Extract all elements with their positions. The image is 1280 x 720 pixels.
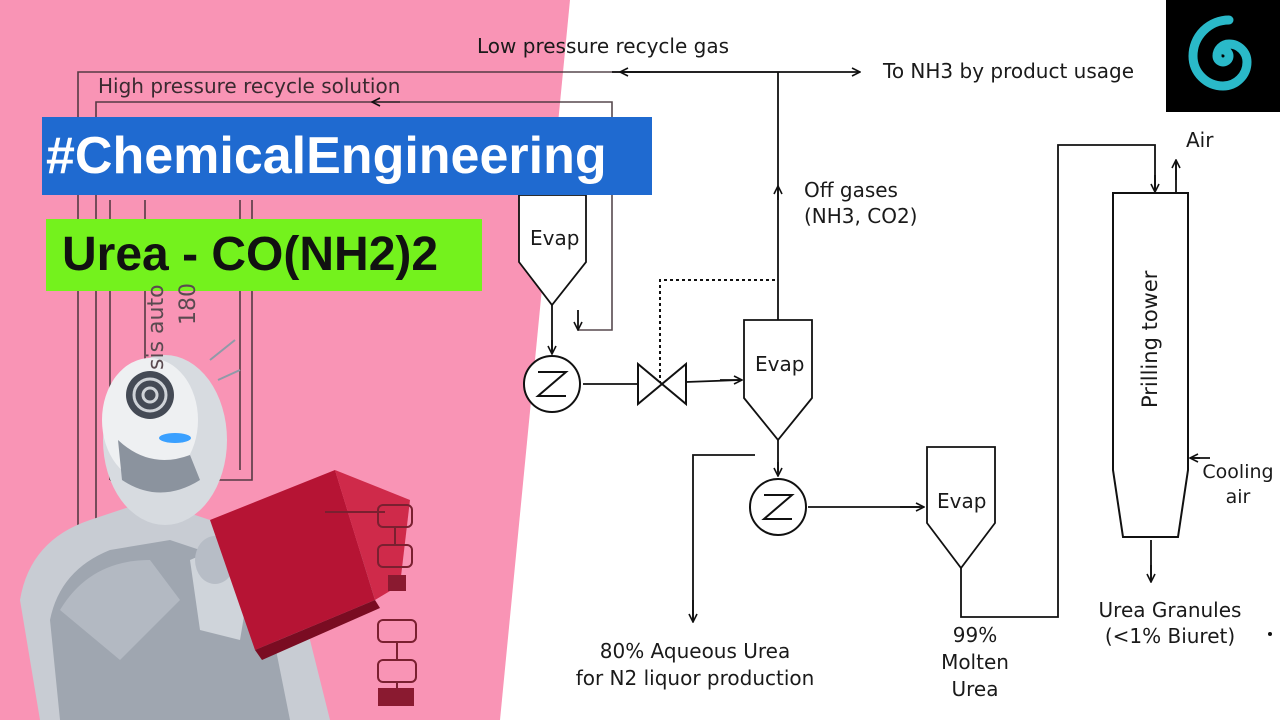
evap-3-label: Evap <box>937 489 987 513</box>
title-tag: #ChemicalEngineering <box>46 127 607 185</box>
subtitle-banner: Urea - CO(NH2)2 <box>46 219 482 291</box>
brand-logo <box>1166 0 1280 112</box>
subtitle-tag: Urea - CO(NH2)2 <box>62 228 439 281</box>
label-high-pressure-recycle-solution: High pressure recycle solution <box>98 74 401 98</box>
process-lines <box>551 71 1200 620</box>
label-off-gases-composition: (NH3, CO2) <box>804 204 918 228</box>
label-prilling-tower: Prilling tower <box>1138 270 1162 408</box>
flow-arrows <box>552 72 1210 622</box>
evap-1-label: Evap <box>530 226 580 250</box>
label-to-nh3: To NH3 by product usage <box>883 59 1135 83</box>
prilling-tower <box>1112 192 1189 538</box>
label-off-gases: Off gases <box>804 178 898 202</box>
label-aqueous-urea: 80% Aqueous Urea <box>599 639 791 663</box>
label-low-pressure-recycle-gas: Low pressure recycle gas <box>477 34 729 58</box>
stray-dot <box>1268 632 1272 636</box>
faded-label-180: 180 <box>176 283 201 325</box>
label-urea-granules: Urea Granules <box>1098 598 1242 622</box>
label-cooling-air: air <box>1225 486 1251 508</box>
mini-flowchart-blocks <box>378 575 414 706</box>
label-urea: Urea <box>951 677 999 701</box>
label-molten: Molten <box>941 650 1009 674</box>
robot-illustration <box>20 339 382 720</box>
label-biuret: (<1% Biuret) <box>1104 624 1236 648</box>
label-cooling: Cooling <box>1202 461 1274 483</box>
evaporator-3 <box>926 446 996 570</box>
label-air: Air <box>1186 128 1214 152</box>
heat-exchanger-1 <box>523 355 581 413</box>
evaporator-1 <box>518 194 587 307</box>
valve-icon <box>637 361 687 407</box>
label-n2-liquor: for N2 liquor production <box>575 666 815 690</box>
evaporator-2 <box>743 319 813 442</box>
faded-label-synthesis: sis auto <box>144 284 169 370</box>
evap-2-label: Evap <box>755 352 805 376</box>
spiral-logo-icon <box>1188 15 1252 91</box>
label-99-percent: 99% <box>952 623 998 647</box>
heat-exchanger-2 <box>749 478 807 536</box>
title-banner: #ChemicalEngineering <box>42 117 652 195</box>
